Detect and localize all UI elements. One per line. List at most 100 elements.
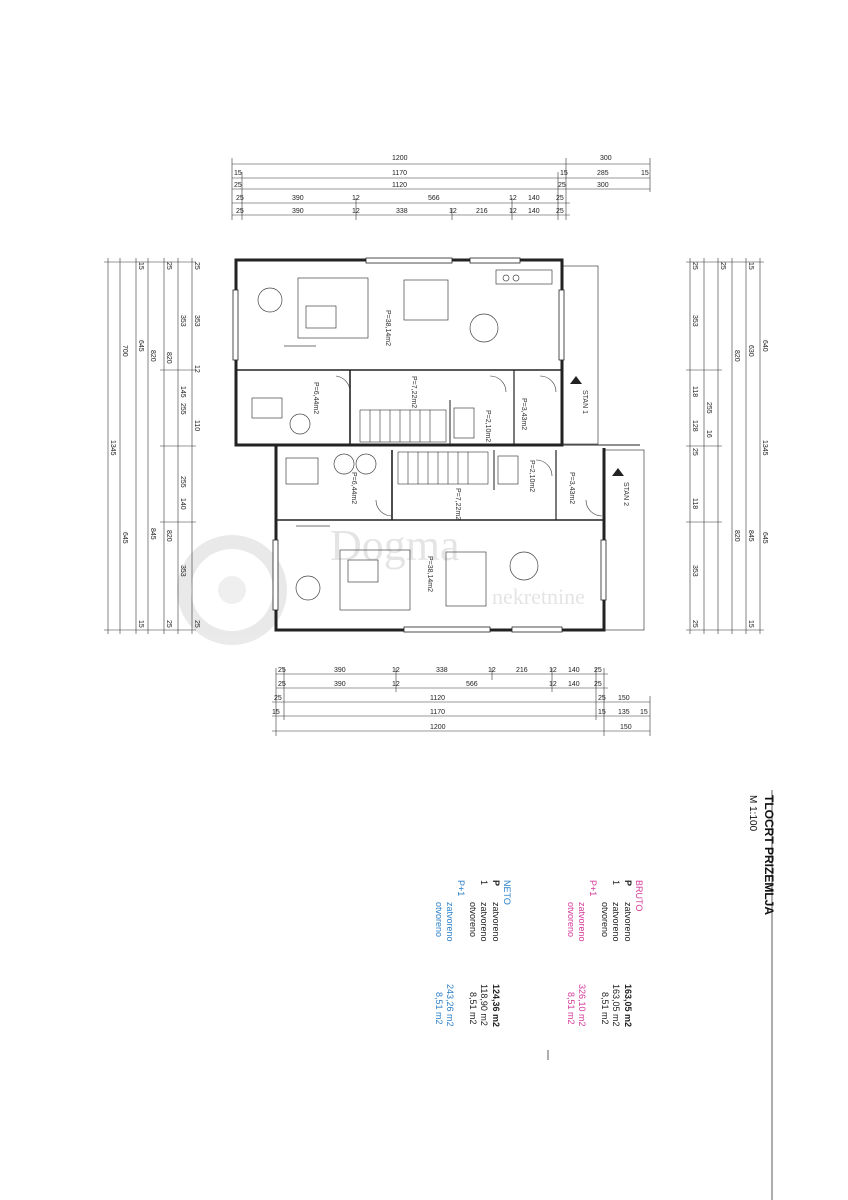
room-hall-2: P=7,22m2 (454, 488, 461, 520)
room-storage-2: P=3,43m2 (568, 472, 575, 504)
room-living-1: P=38,14m2 (384, 310, 391, 346)
dim-bot-1e: 12 (488, 667, 496, 674)
room-bath-2: P=6,44m2 (350, 472, 357, 504)
room-labels: P=38,14m2 P=7,22m2 P=6,44m2 P=2,10m2 P=3… (312, 310, 629, 592)
dim-top-5g: 12 (509, 208, 517, 215)
dimensions-bottom (272, 668, 651, 736)
plan-scale: M 1:100 (747, 795, 758, 832)
dim-top-4e: 12 (509, 195, 517, 202)
dim-left-13: 255 (179, 476, 186, 488)
bruto-heading: BRUTO (634, 880, 644, 912)
bruto-p-zatvoreno: zatvoreno (623, 902, 633, 942)
bruto-p-val: 163,05 m2 (623, 984, 633, 1028)
walls (232, 257, 645, 633)
furniture (251, 269, 553, 611)
plan-title: TLOCRT PRIZEMLJA (762, 795, 776, 915)
room-hall-1: P=7,22m2 (410, 376, 417, 408)
dim-top-3d: 300 (597, 182, 609, 189)
bruto-p-label: P (623, 880, 633, 887)
dim-top-2a: 15 (234, 170, 242, 177)
dim-bot-1c: 12 (392, 667, 400, 674)
dim-right-6: 820 (733, 350, 740, 362)
dim-right-15: 15 (747, 262, 754, 270)
dim-top-1b: 300 (600, 155, 612, 162)
dim-bot-1f: 216 (516, 667, 528, 674)
dim-left-11: 110 (193, 420, 200, 431)
dim-bot-2e: 12 (549, 681, 557, 688)
dimensions-left-text: 1345 645 700 645 820 845 820 820 353 145… (109, 262, 200, 628)
dim-left-4: 645 (137, 340, 144, 352)
dim-top-4f: 140 (528, 195, 540, 202)
dimensions-top (231, 158, 651, 220)
neto-pp-label: P+1 (456, 880, 466, 897)
room-living-2: P=38,14m2 (426, 556, 433, 592)
dim-top-5h: 140 (528, 208, 540, 215)
neto-pp-zat-val: 243,26 m2 (445, 984, 455, 1027)
bruto-n1-otvoreno: otvoreno (600, 902, 610, 938)
dim-bot-2d: 566 (466, 681, 478, 688)
dim-top-5f: 216 (476, 208, 488, 215)
dim-top-3b: 1120 (392, 182, 407, 189)
neto-n1-label: 1 (479, 880, 489, 886)
neto-pp-otvoreno: otvoreno (434, 902, 444, 938)
neto-p-zatvoreno: zatvoreno (491, 902, 501, 942)
dim-left-12: 140 (179, 498, 186, 510)
dim-bot-4d: 135 (618, 709, 630, 716)
dim-bot-5a: 1200 (430, 724, 446, 731)
dim-bot-1b: 390 (334, 667, 346, 674)
room-storage-1: P=3,43m2 (520, 398, 527, 430)
dim-bot-2f: 140 (568, 681, 580, 688)
dim-top-5c: 12 (352, 208, 360, 215)
bruto-pp-otv-val: 8,51 m2 (566, 992, 576, 1025)
dim-top-2b: 1170 (392, 170, 407, 177)
dim-left-1: 1345 (109, 440, 116, 456)
title-block (547, 790, 773, 1200)
dim-top-2e: 15 (641, 170, 649, 177)
dim-bot-1d: 338 (436, 667, 448, 674)
bruto-pp-otvoreno: otvoreno (566, 902, 576, 938)
dim-left-21: 15 (137, 620, 144, 628)
dim-right-12: 25 (691, 448, 698, 456)
dim-right-1: 1345 (761, 440, 768, 456)
dim-left-7b: 820 (165, 530, 172, 542)
bruto-pp-zat-val: 326,10 m2 (577, 984, 587, 1027)
dimensions-right-text: 1345 645 640 845 630 820 820 353 118 255… (691, 262, 768, 628)
neto-p-label: P (491, 880, 501, 887)
neto-n1-otvoreno: otvoreno (468, 902, 478, 938)
room-wc-1: P=2,10m2 (484, 410, 491, 442)
dim-right-9: 255 (705, 402, 712, 414)
dim-top-2c: 15 (560, 170, 568, 177)
bruto-n1-otv-val: 8,51 m2 (600, 992, 610, 1025)
neto-pp-zatvoreno: zatvoreno (445, 902, 455, 942)
dim-top-4b: 390 (292, 195, 304, 202)
dim-left-9: 145 (179, 386, 186, 398)
watermark-brand: Dogma (330, 521, 460, 570)
neto-n1-zat-val: 118,90 m2 (479, 984, 489, 1026)
dim-top-5d: 338 (396, 208, 408, 215)
dimensions-right (686, 258, 764, 634)
dimensions-top-text: 1200 300 15 1170 15 285 15 25 1120 25 30… (234, 155, 649, 215)
dim-bot-3d: 150 (618, 695, 630, 702)
dim-bot-3c: 25 (598, 695, 606, 702)
dim-top-1a: 1200 (392, 155, 408, 162)
dim-left-14: 353 (179, 565, 186, 577)
neto-n1-otv-val: 8,51 m2 (468, 992, 478, 1025)
dim-bot-1a: 25 (278, 667, 286, 674)
dim-bot-4c: 15 (598, 709, 606, 716)
dim-right-18: 25 (691, 620, 698, 628)
neto-heading: NETO (502, 880, 512, 905)
dim-bot-4b: 1170 (430, 709, 445, 716)
stairs (359, 409, 489, 485)
dim-left-17: 25 (165, 262, 172, 270)
bruto-n1-zatvoreno: zatvoreno (611, 902, 621, 942)
dim-right-17: 25 (719, 262, 726, 270)
dim-bot-3a: 25 (274, 695, 282, 702)
dim-left-5: 820 (149, 350, 156, 362)
dim-left-19: 12 (193, 365, 200, 373)
dim-bot-1g: 12 (549, 667, 557, 674)
dim-top-4d: 566 (428, 195, 440, 202)
bruto-pp-label: P+1 (588, 880, 598, 897)
dim-bot-3b: 1120 (430, 695, 445, 702)
bruto-n1-label: 1 (611, 880, 621, 886)
